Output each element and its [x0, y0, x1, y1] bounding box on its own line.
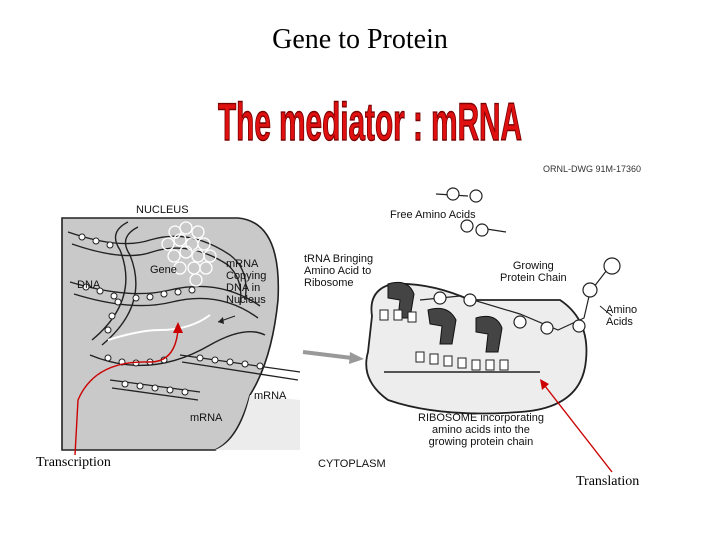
label-mrna-bottom: mRNA	[190, 412, 223, 424]
mrna-lower-bases	[121, 354, 264, 396]
label-mrna-copying: mRNA Copying DNA in Nucleus	[226, 258, 267, 306]
translation-arrow	[544, 385, 613, 473]
label-nucleus: NUCLEUS	[136, 204, 189, 216]
mediator-banner: The mediator : mRNA	[214, 86, 526, 152]
label-free-amino-acids: Free Amino Acids	[390, 209, 476, 221]
label-gene: Gene	[150, 264, 177, 276]
label-dna: DNA	[77, 279, 101, 291]
free-amino-acids	[435, 187, 507, 237]
trna-molecules	[387, 281, 503, 353]
label-amino-acids: Amino Acids	[606, 304, 638, 328]
label-growing-chain: Growing Protein Chain	[500, 260, 567, 284]
label-cytoplasm: CYTOPLASM	[318, 458, 386, 470]
nucleus-region	[61, 217, 280, 451]
translation-label: Translation	[576, 474, 640, 489]
ribosome-mrna-bases	[379, 309, 509, 371]
label-ribosome: RIBOSOME incorporating amino acids into …	[418, 412, 544, 448]
mediator-banner-text: The mediator : mRNA	[218, 92, 522, 152]
label-trna: tRNA Bringing Amino Acid to Ribosome	[304, 253, 374, 289]
export-arrow	[302, 350, 364, 364]
cytoplasm-region	[62, 395, 300, 450]
transcription-arrow	[74, 329, 179, 456]
mrna-strands	[107, 314, 211, 341]
drawing-id: ORNL-DWG 91M-17360	[543, 164, 642, 174]
page-title: Gene to Protein	[272, 24, 448, 55]
transcription-label: Transcription	[36, 455, 111, 470]
label-mrna-lower: mRNA	[254, 390, 287, 402]
growing-protein-chain	[419, 257, 621, 335]
amino-acids-pointer	[599, 305, 613, 317]
gene-coil	[161, 221, 217, 287]
